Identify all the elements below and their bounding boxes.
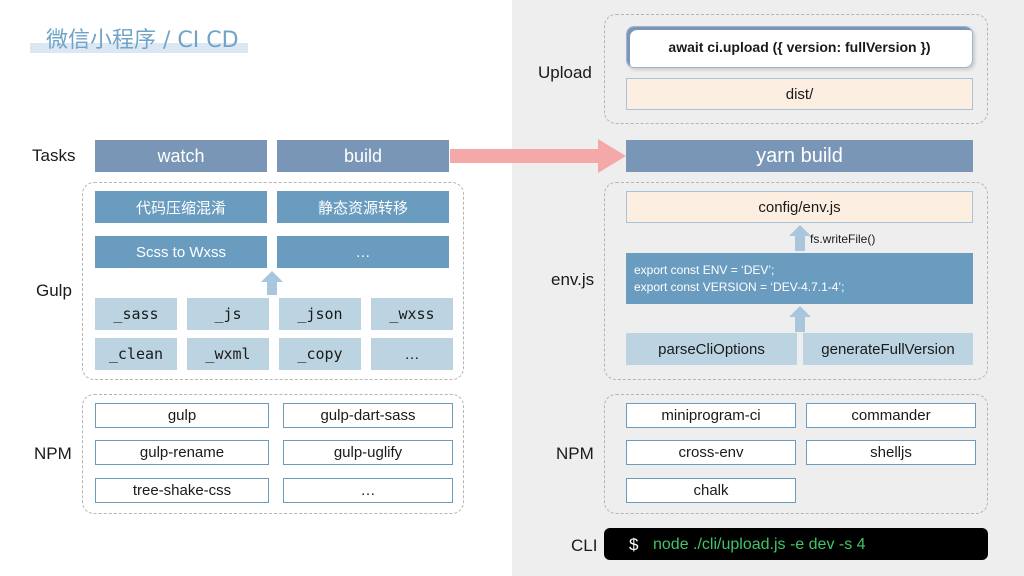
npm-gulp: gulp [95,403,269,428]
feature-scss-to-wxss: Scss to Wxss [95,236,267,268]
config-env-file: config/env.js [626,191,973,223]
write-file-label: fs.writeFile() [810,232,876,246]
task-build: build [277,140,449,172]
npm-chalk: chalk [626,478,796,503]
right-arrow-icon [450,139,626,173]
yarn-build: yarn build [626,140,973,172]
npm-tree-shake-css: tree-shake-css [95,478,269,503]
npm-more: … [283,478,453,503]
parse-cli-options: parseCliOptions [626,333,797,365]
envjs-label: env.js [551,270,595,289]
cli-terminal [604,528,988,560]
gulp-task-wxml: _wxml [187,338,269,370]
left-npm-group [82,394,464,514]
generate-full-version: generateFullVersion [803,333,973,365]
task-watch: watch [95,140,267,172]
right-npm-group [604,394,988,514]
upload-group [604,14,988,124]
gulp-task-more: … [371,338,453,370]
cli-label: CLI [571,536,598,555]
up-arrow-icon [789,306,811,332]
env-export-block [626,253,973,304]
right-npm-label: NPM [556,444,594,463]
npm-gulp-uglify: gulp-uglify [283,440,453,465]
gulp-task-copy: _copy [279,338,361,370]
npm-shelljs: shelljs [806,440,976,465]
npm-gulp-rename: gulp-rename [95,440,269,465]
cli-command: node ./cli/upload.js -e dev -s 4 [653,536,866,553]
dist-folder: dist/ [626,78,973,110]
gulp-label: Gulp [36,281,72,300]
left-npm-label: NPM [34,444,72,463]
gulp-task-json: _json [279,298,361,330]
envjs-group [604,182,988,380]
gulp-task-sass: _sass [95,298,177,330]
feature-more: … [277,236,449,268]
gulp-task-wxss: _wxss [371,298,453,330]
up-arrow-icon [261,271,283,295]
feature-minify: 代码压缩混淆 [95,191,267,223]
page-title: 微信小程序 / CI CD [46,28,239,53]
up-arrow-icon [789,225,811,251]
upload-call-box: await ci.upload ({ version: fullVersion … [626,26,973,68]
npm-commander: commander [806,403,976,428]
title-underline [30,43,248,53]
export-env-line: export const ENV = ‘DEV’; [634,263,775,277]
cli-prompt: $ [629,535,639,554]
export-version-line: export const VERSION = ‘DEV-4.7.1-4’; [634,280,845,294]
npm-cross-env: cross-env [626,440,796,465]
tasks-label: Tasks [32,146,76,165]
gulp-group [82,182,464,380]
npm-miniprogram-ci: miniprogram-ci [626,403,796,428]
npm-gulp-dart-sass: gulp-dart-sass [283,403,453,428]
gulp-task-clean: _clean [95,338,177,370]
gulp-task-js: _js [187,298,269,330]
feature-static-assets: 静态资源转移 [277,191,449,223]
upload-label: Upload [538,63,592,82]
